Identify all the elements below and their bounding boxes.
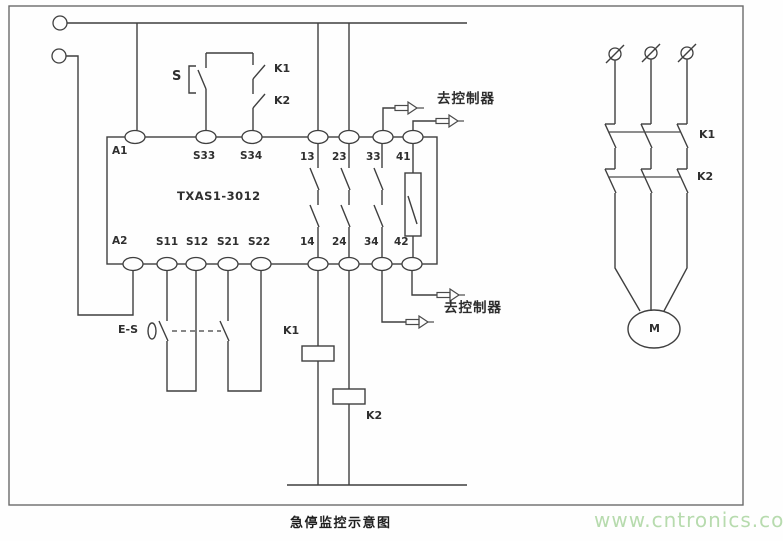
- output-contact-13-14: [309, 144, 320, 257]
- motor-symbol: [627, 309, 681, 349]
- diagram-title: 急停监控示意图: [290, 516, 392, 531]
- phase-terminals: [605, 43, 697, 124]
- to-controller-arrow-41: [412, 113, 464, 130]
- terminal-label-s11: S11: [156, 236, 179, 248]
- supply-terminal-2: [51, 48, 134, 316]
- feedback-contacts-branch: [252, 53, 266, 130]
- terminal-label-s12: S12: [186, 236, 209, 248]
- coil-k2-label: K2: [366, 409, 383, 422]
- terminal-label-34: 34: [364, 236, 379, 248]
- safety-relay-module: [106, 136, 438, 265]
- estop-label: E-S: [118, 323, 139, 336]
- feedback-k2-label: K2: [274, 94, 291, 107]
- relay-coil-k1: [301, 271, 335, 485]
- module-top-terminals: [124, 129, 424, 145]
- supply-terminal-1: [52, 15, 467, 31]
- start-button-label: S: [172, 69, 182, 84]
- contactor-k1-contacts: [604, 123, 689, 169]
- to-controller-bottom-label: 去控制器: [444, 300, 502, 316]
- to-controller-arrow-33: [382, 100, 424, 130]
- to-controller-top-label: 去控制器: [437, 91, 495, 107]
- to-controller-arrow-34: [381, 271, 434, 330]
- contactor-k1-label: K1: [699, 128, 716, 141]
- module-model-label: TXAS1-3012: [177, 189, 261, 203]
- estop-channel-2: [219, 271, 262, 392]
- terminal-label-23: 23: [332, 151, 347, 163]
- terminal-label-33: 33: [366, 151, 381, 163]
- output-contact-41-42: [404, 144, 422, 257]
- estop-channel-1: [147, 271, 197, 392]
- terminal-label-24: 24: [332, 236, 347, 248]
- output-contact-33-34: [373, 144, 384, 257]
- terminal-label-14: 14: [300, 236, 315, 248]
- feedback-k1-label: K1: [274, 62, 291, 75]
- coil-k1-label: K1: [283, 324, 300, 337]
- motor-label: M: [649, 322, 660, 335]
- terminal-label-42: 42: [394, 236, 409, 248]
- terminal-label-s34: S34: [240, 150, 263, 162]
- output-contact-23-24: [340, 144, 351, 257]
- drawing-border: [8, 5, 744, 506]
- module-bottom-terminals: [122, 256, 423, 272]
- contactor-k2-label: K2: [697, 170, 714, 183]
- contactor-k2-contacts: [604, 168, 689, 194]
- motor-feeders: [614, 193, 688, 312]
- terminal-label-a2: A2: [112, 235, 128, 247]
- terminal-label-s33: S33: [193, 150, 216, 162]
- watermark: www.cntronics.com: [594, 508, 783, 532]
- terminal-label-s21: S21: [217, 236, 240, 248]
- terminal-label-a1: A1: [112, 145, 128, 157]
- terminal-label-41: 41: [396, 151, 411, 163]
- start-button-branch: [188, 52, 253, 130]
- terminal-label-s22: S22: [248, 236, 271, 248]
- terminal-label-13: 13: [300, 151, 315, 163]
- relay-coil-k2: [332, 271, 366, 485]
- to-controller-arrow-42: [411, 271, 465, 303]
